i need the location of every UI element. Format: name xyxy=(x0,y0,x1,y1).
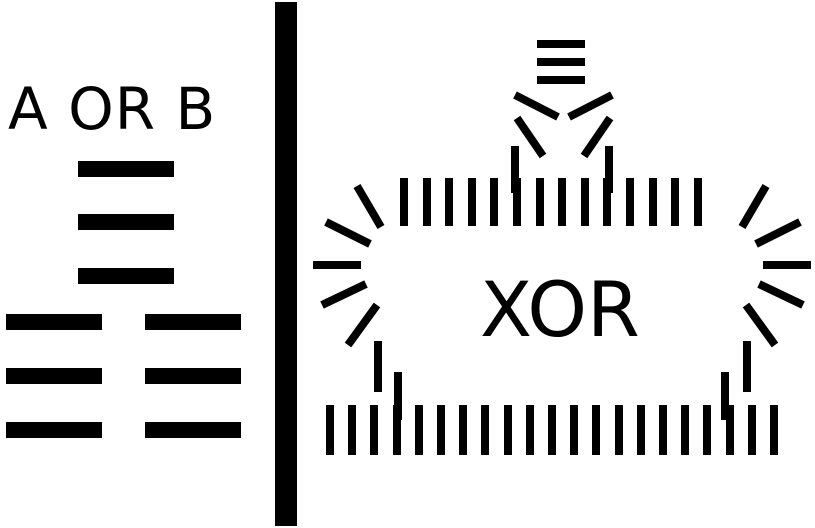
or-left-bar-1 xyxy=(6,314,102,330)
xor-funnel-stroke xyxy=(515,95,558,117)
or-right-bar-2 xyxy=(145,368,241,384)
or-right-bar-3 xyxy=(145,422,241,438)
or-glyph xyxy=(6,161,241,438)
or-label: A OR B xyxy=(8,80,216,138)
xor-right-arc xyxy=(725,186,811,420)
xor-top-bars xyxy=(537,40,585,84)
or-left-bar-3 xyxy=(6,422,102,438)
xor-arc-stroke xyxy=(322,284,366,305)
xor-arc-stroke xyxy=(348,305,377,345)
or-top-bar-3 xyxy=(78,268,174,284)
xor-arc-stroke xyxy=(756,222,800,244)
xor-funnel-stroke xyxy=(517,118,543,156)
or-right-bar-1 xyxy=(145,314,241,330)
xor-arc-stroke xyxy=(326,222,370,244)
xor-top-bar-2 xyxy=(537,58,585,66)
xor-left-arc xyxy=(313,186,398,420)
or-left-bar-2 xyxy=(6,368,102,384)
xor-top-ticks xyxy=(404,178,698,226)
xor-top-bar-3 xyxy=(537,76,585,84)
or-top-bar-2 xyxy=(78,214,174,230)
panel-divider xyxy=(275,2,297,526)
xor-top-bar-1 xyxy=(537,40,585,48)
xor-arc-stroke xyxy=(357,186,381,227)
xor-arc-stroke xyxy=(759,284,803,305)
xor-arc-stroke xyxy=(746,305,775,345)
or-top-bar-1 xyxy=(78,161,174,177)
xor-funnel-stroke xyxy=(569,95,612,117)
xor-arc-stroke xyxy=(742,186,766,227)
xor-label: XOR xyxy=(480,272,640,348)
